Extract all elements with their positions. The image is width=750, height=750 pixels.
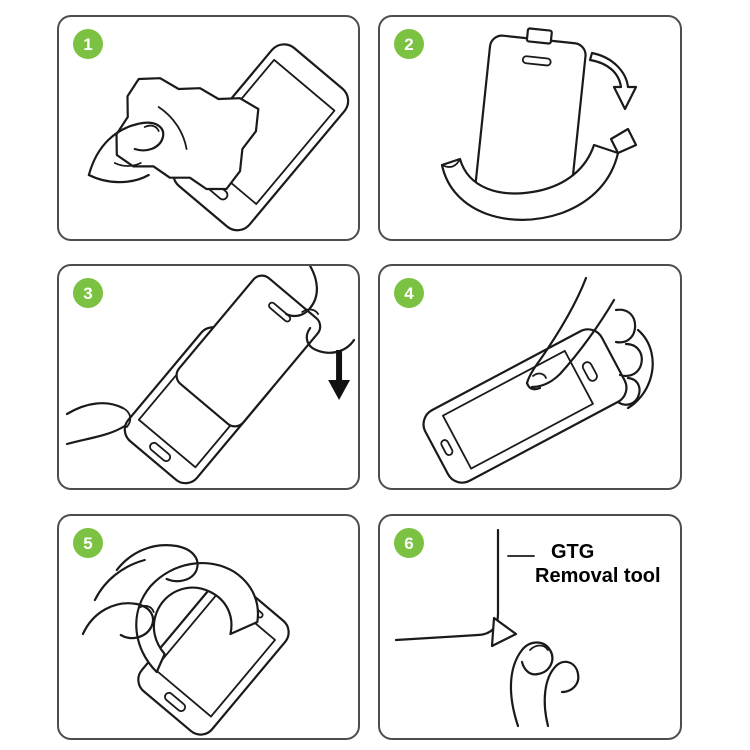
thumb (509, 641, 554, 728)
removal-tool-at-corner-illustration (394, 528, 580, 728)
removal-tool-label-line1: GTG (551, 541, 595, 563)
press-finger-on-screen-illustration (422, 276, 654, 484)
step-5-panel: 5 (57, 514, 360, 740)
curled-fingers (614, 308, 637, 344)
step-2-number-badge: 2 (394, 29, 424, 59)
right-hand (285, 266, 318, 318)
step-4-panel: 4 (378, 264, 682, 490)
cleaning-cloth (115, 77, 260, 191)
left-hand (65, 402, 124, 416)
finger (543, 660, 580, 728)
step-2-panel: 2 (378, 15, 682, 241)
step-number: 2 (404, 34, 414, 54)
peel-off-layer-from-phone-illustration (81, 544, 290, 736)
removal-tool-pick (490, 616, 518, 648)
step-6-panel: 6 GTG Removal tool (378, 514, 682, 740)
pressing-finger (525, 276, 588, 385)
down-arrow (336, 350, 343, 380)
hand (87, 121, 165, 177)
step-1-panel: 1 (57, 15, 360, 241)
step-number: 6 (404, 533, 414, 553)
align-glass-over-phone-illustration (65, 266, 356, 485)
removal-tool-label-line2: Removal tool (535, 565, 661, 587)
removal-tool-label: GTG Removal tool (535, 540, 661, 588)
step-number: 5 (83, 533, 93, 553)
peel-backing-film-with-arrow-illustration (440, 27, 638, 221)
step-4-number-badge: 4 (394, 278, 424, 308)
wipe-phone-with-cleaning-cloth-illustration (87, 43, 350, 232)
peeling-film (135, 562, 260, 674)
tempered-glass (175, 274, 322, 428)
step-6-number-badge: 6 (394, 528, 424, 558)
step-number: 3 (83, 283, 93, 303)
step-5-number-badge: 5 (73, 528, 103, 558)
step-number: 1 (83, 34, 93, 54)
step-1-number-badge: 1 (73, 29, 103, 59)
step-3-number-badge: 3 (73, 278, 103, 308)
down-arrow (588, 51, 638, 111)
step-3-panel: 3 (57, 264, 360, 490)
hand (81, 602, 155, 640)
step-number: 4 (404, 283, 414, 303)
